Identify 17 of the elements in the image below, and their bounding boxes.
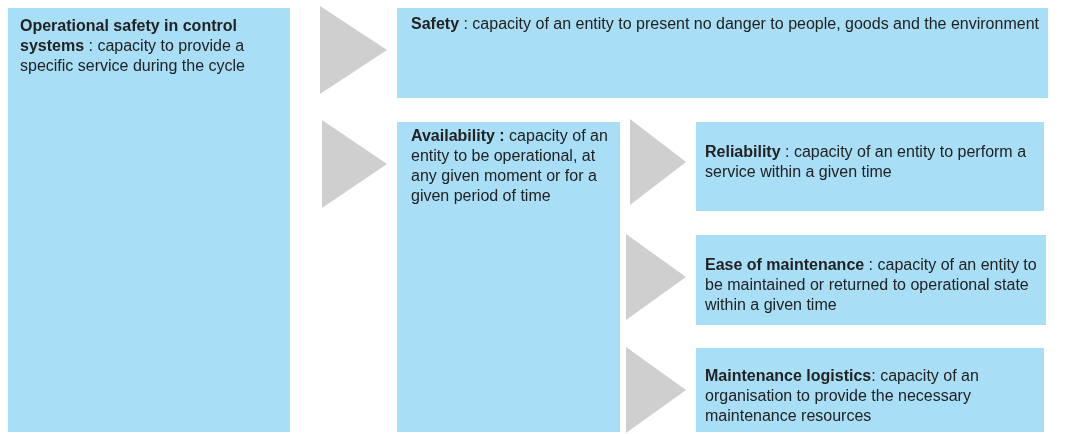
definition-box [397, 8, 1048, 98]
definition-box [696, 235, 1046, 325]
definition-text: Operational safety in control systems : capacity to provide a specific service during the cycle [20, 16, 246, 76]
definition-text: Availability : capacity of an entity to be operational, at any given moment or for a given period of time [411, 126, 609, 206]
definition-box [8, 8, 290, 432]
definition-text: Safety : capacity of an entity to present no danger to people, goods and the environment [411, 14, 1039, 34]
chevron-arrow [626, 347, 686, 433]
chevron-arrow [626, 234, 686, 320]
definition-box [397, 122, 620, 432]
definition-text: Maintenance logistics: capacity of an organisation to provide the necessary maintenance resources [705, 366, 980, 426]
chevron-arrow [320, 6, 387, 94]
chevron-arrow [630, 119, 686, 205]
chevron-arrow [322, 120, 387, 208]
definition-box [696, 122, 1044, 211]
definition-text: Ease of maintenance : capacity of an entity to be maintained or returned to operational state within a given time [705, 255, 1037, 315]
definition-text: Reliability : capacity of an entity to perform a service within a given time [705, 142, 1028, 182]
definition-box [696, 348, 1044, 432]
